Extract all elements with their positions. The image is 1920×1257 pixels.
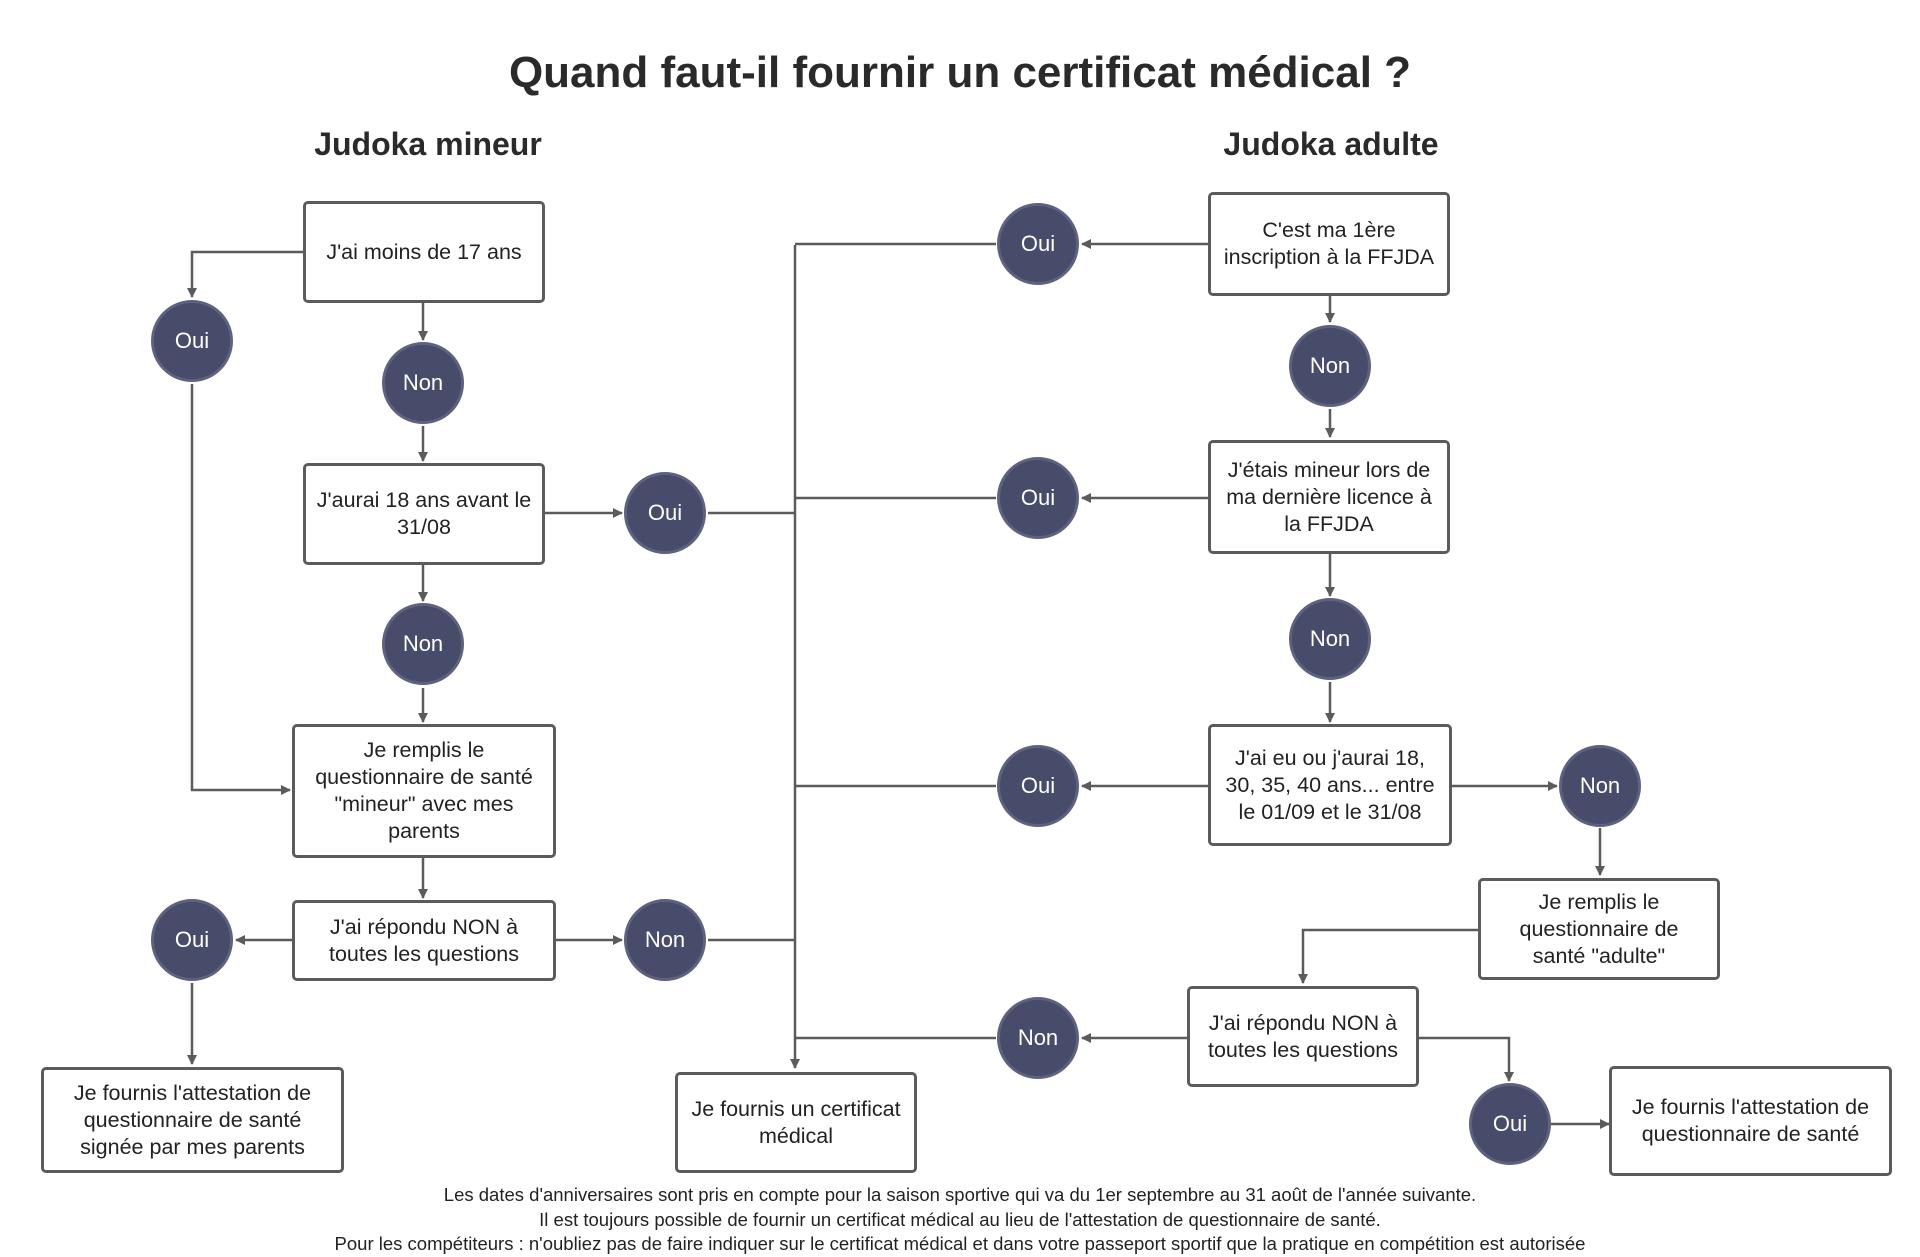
adult-question-was-minor: J'étais mineur lors de ma dernière licen… bbox=[1208, 440, 1450, 554]
answer-oui-was-minor: Oui bbox=[997, 457, 1079, 539]
adult-health-questionnaire: Je remplis le questionnaire de santé "ad… bbox=[1478, 878, 1720, 980]
footer-notes: Les dates d'anniversaires sont pris en c… bbox=[0, 1183, 1920, 1257]
minor-question-under-17: J'ai moins de 17 ans bbox=[303, 201, 545, 303]
minor-health-questionnaire: Je remplis le questionnaire de santé "mi… bbox=[292, 724, 556, 858]
answer-non-first-registration: Non bbox=[1289, 325, 1371, 407]
answer-non-birthday-age: Non bbox=[1559, 745, 1641, 827]
answer-non-18-before: Non bbox=[382, 603, 464, 685]
edge-oui-to-form bbox=[190, 384, 291, 795]
answer-oui-first-registration: Oui bbox=[997, 203, 1079, 285]
answer-non-under-17: Non bbox=[382, 342, 464, 424]
answer-non-adult-all-no: Non bbox=[997, 997, 1079, 1079]
answer-oui-18-before: Oui bbox=[624, 472, 706, 554]
answer-non-was-minor: Non bbox=[1289, 598, 1371, 680]
edge-q1-to-oui bbox=[187, 250, 303, 298]
column-title-minor: Judoka mineur bbox=[314, 126, 542, 162]
minor-result-attestation: Je fournis l'attestation de questionnair… bbox=[41, 1067, 344, 1173]
minor-answered-no-all: J'ai répondu NON à toutes les questions bbox=[292, 900, 556, 981]
edge-aform-to-q4 bbox=[1298, 928, 1478, 984]
adult-question-first-registration: C'est ma 1ère inscription à la FFJDA bbox=[1208, 192, 1450, 296]
answer-oui-under-17: Oui bbox=[151, 300, 233, 382]
answer-oui-minor-all-no: Oui bbox=[151, 899, 233, 981]
edge-q4-to-oui bbox=[1419, 1036, 1514, 1082]
footer-note-2: Il est toujours possible de fournir un c… bbox=[539, 1208, 1381, 1230]
page-title: Quand faut-il fournir un certificat médi… bbox=[508, 48, 1412, 97]
result-medical-certificate: Je fournis un certificat médical bbox=[675, 1072, 917, 1173]
footer-note-1: Les dates d'anniversaires sont pris en c… bbox=[443, 1184, 1477, 1205]
answer-oui-birthday-age: Oui bbox=[997, 745, 1079, 827]
adult-question-birthday-age: J'ai eu ou j'aurai 18, 30, 35, 40 ans...… bbox=[1208, 724, 1452, 846]
adult-answered-no-all: J'ai répondu NON à toutes les questions bbox=[1187, 986, 1419, 1087]
minor-question-18-before: J'aurai 18 ans avant le 31/08 bbox=[303, 463, 545, 565]
answer-non-minor-all-no: Non bbox=[624, 899, 706, 981]
column-title-adult: Judoka adulte bbox=[1223, 126, 1439, 162]
footer-note-3: Pour les compétiteurs : n'oubliez pas de… bbox=[334, 1233, 1586, 1254]
adult-result-attestation: Je fournis l'attestation de questionnair… bbox=[1609, 1066, 1892, 1176]
answer-oui-adult-all-no: Oui bbox=[1469, 1083, 1551, 1165]
